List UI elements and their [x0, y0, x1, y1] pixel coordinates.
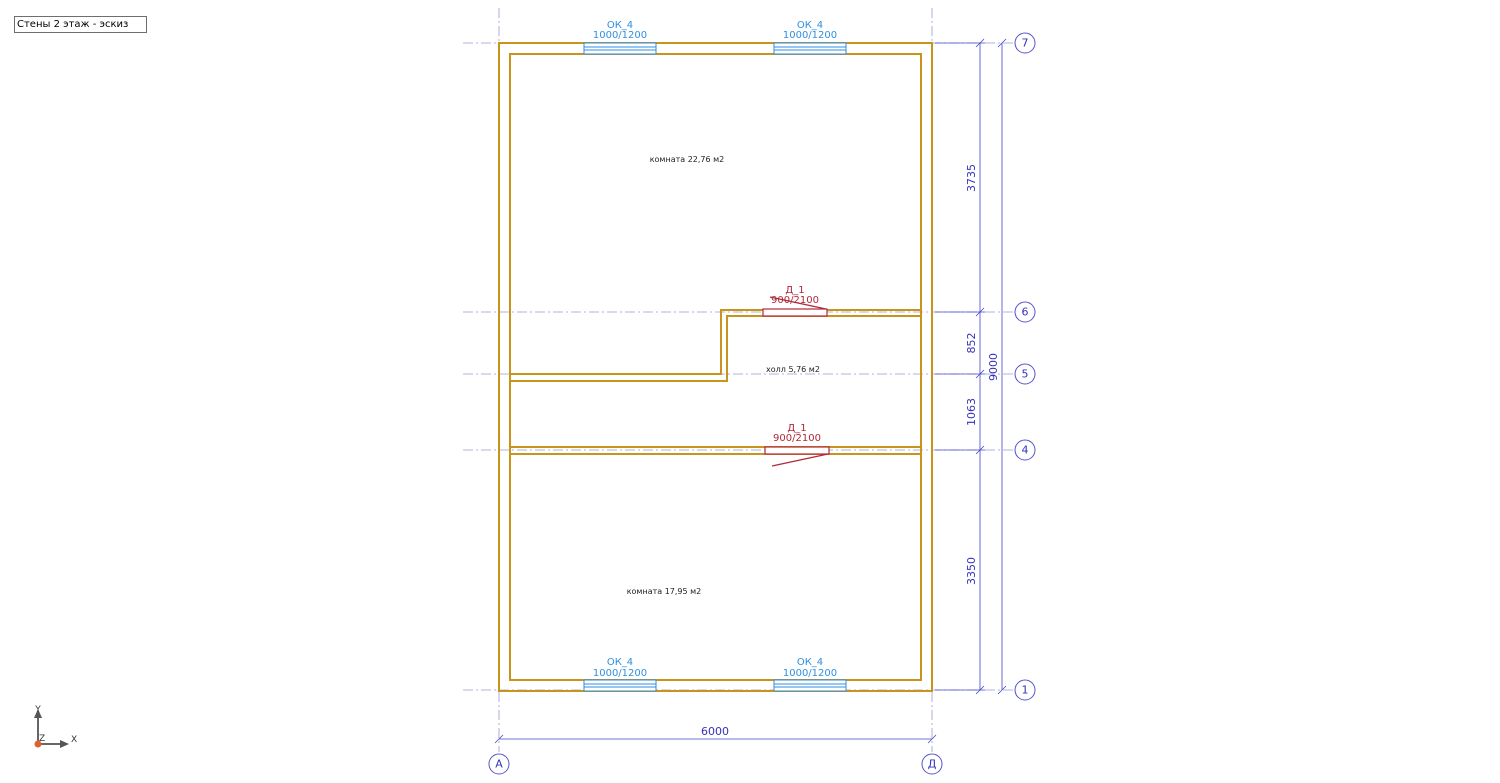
window-top-right[interactable]: ОК_4 1000/1200 [773, 20, 847, 55]
partition-wall-upper-outer[interactable] [510, 309, 921, 375]
axis-bubble-7[interactable]: 7 [1014, 32, 1036, 54]
ucs-y-label: Y [34, 705, 41, 715]
dim-segment-1: 3735 [965, 164, 978, 192]
window-bottom-right[interactable]: ОК_4 1000/1200 [773, 657, 847, 692]
axis-bubble-6-label: 6 [1022, 306, 1029, 319]
room-label-hall: холл 5,76 м2 [766, 365, 820, 374]
walls[interactable] [498, 42, 933, 692]
overall-height-tick-top [997, 38, 1007, 48]
axis-bubble-4[interactable]: 4 [1014, 439, 1036, 461]
window-top-left-mark: ОК_4 [607, 20, 633, 31]
window-bottom-right-frame[interactable] [773, 679, 847, 692]
axis-bubbles[interactable]: 7 6 5 4 1 А Д [488, 32, 1036, 775]
door-lower-swing [771, 453, 829, 467]
axis-bubble-7-label: 7 [1022, 37, 1029, 50]
axis-bubble-6-circle[interactable] [1014, 301, 1036, 323]
door-lower[interactable]: Д_1 900/2100 [764, 423, 830, 467]
window-bottom-left-frame[interactable] [583, 679, 657, 692]
axis-bubble-5[interactable]: 5 [1014, 363, 1036, 385]
axis-bubble-1[interactable]: 1 [1014, 679, 1036, 701]
door-lower-size: 900/2100 [773, 433, 821, 444]
outer-wall-inner-outline[interactable] [509, 53, 922, 681]
axis-bubble-a-circle[interactable] [488, 753, 510, 775]
axis-bubble-4-label: 4 [1022, 444, 1029, 457]
overall-width-tick-right [927, 734, 937, 744]
overall-height-value: 9000 [987, 353, 1000, 381]
axis-bubble-a-label: А [495, 758, 503, 771]
dim-segment-3: 1063 [965, 398, 978, 426]
vertical-dimension-chain: 3735 852 1063 3350 [935, 38, 985, 695]
axis-bubble-d-label: Д [928, 758, 937, 771]
door-lower-frame[interactable] [764, 446, 830, 455]
window-top-right-mark: ОК_4 [797, 20, 823, 31]
dim-segment-4: 3350 [965, 557, 978, 585]
view-tab[interactable]: Стены 2 этаж - эскиз [14, 16, 147, 33]
door-upper-swing [769, 296, 827, 310]
overall-width-dimension: 6000 [494, 725, 937, 744]
overall-height-dimension: 9000 [987, 38, 1007, 695]
axis-bubble-7-circle[interactable] [1014, 32, 1036, 54]
window-bottom-left-size: 1000/1200 [593, 668, 647, 679]
windows[interactable]: ОК_4 1000/1200 ОК_4 1000/1200 ОК_4 1000/… [583, 20, 847, 692]
ucs-x-arrow [60, 740, 69, 748]
dim-tick-5 [975, 369, 985, 379]
window-top-left[interactable]: ОК_4 1000/1200 [583, 20, 657, 55]
axis-bubble-d[interactable]: Д [921, 753, 943, 775]
window-top-right-frame[interactable] [773, 42, 847, 55]
door-upper-size: 900/2100 [771, 295, 819, 306]
door-upper-mark: Д_1 [785, 285, 804, 296]
window-top-left-frame[interactable] [583, 42, 657, 55]
window-bottom-right-mark: ОК_4 [797, 657, 823, 668]
ucs-z-label: Z [39, 734, 45, 744]
axis-bubble-1-circle[interactable] [1014, 679, 1036, 701]
window-bottom-left[interactable]: ОК_4 1000/1200 [583, 657, 657, 692]
window-bottom-right-size: 1000/1200 [783, 668, 837, 679]
dim-segment-2: 852 [965, 333, 978, 354]
room-label-upper: комната 22,76 м2 [650, 155, 725, 164]
axis-bubble-1-label: 1 [1022, 684, 1029, 697]
overall-width-tick-left [494, 734, 504, 744]
ucs-x-label: X [71, 735, 77, 745]
door-lower-mark: Д_1 [787, 423, 806, 434]
dim-tick-4 [975, 445, 985, 455]
axis-bubble-a[interactable]: А [488, 753, 510, 775]
overall-height-tick-bottom [997, 685, 1007, 695]
window-bottom-left-mark: ОК_4 [607, 657, 633, 668]
axis-bubble-4-circle[interactable] [1014, 439, 1036, 461]
axis-bubble-5-circle[interactable] [1014, 363, 1036, 385]
door-upper[interactable]: Д_1 900/2100 [762, 285, 828, 317]
window-top-left-size: 1000/1200 [593, 30, 647, 41]
partition-wall-upper-inner[interactable] [510, 315, 921, 382]
room-label-lower: комната 17,95 м2 [627, 587, 702, 596]
dim-tick-1 [975, 685, 985, 695]
window-top-right-size: 1000/1200 [783, 30, 837, 41]
axis-bubble-5-label: 5 [1022, 368, 1029, 381]
door-upper-frame[interactable] [762, 308, 828, 317]
dim-tick-6 [975, 307, 985, 317]
ucs-origin [34, 740, 42, 748]
ucs-y-arrow [34, 709, 42, 718]
axis-bubble-d-circle[interactable] [921, 753, 943, 775]
overall-width-value: 6000 [701, 725, 729, 738]
ucs-icon: Y X Z [34, 705, 77, 748]
axis-bubble-6[interactable]: 6 [1014, 301, 1036, 323]
outer-wall-outline[interactable] [498, 42, 933, 692]
doors[interactable]: Д_1 900/2100 Д_1 900/2100 [762, 285, 830, 467]
dim-tick-7 [975, 38, 985, 48]
